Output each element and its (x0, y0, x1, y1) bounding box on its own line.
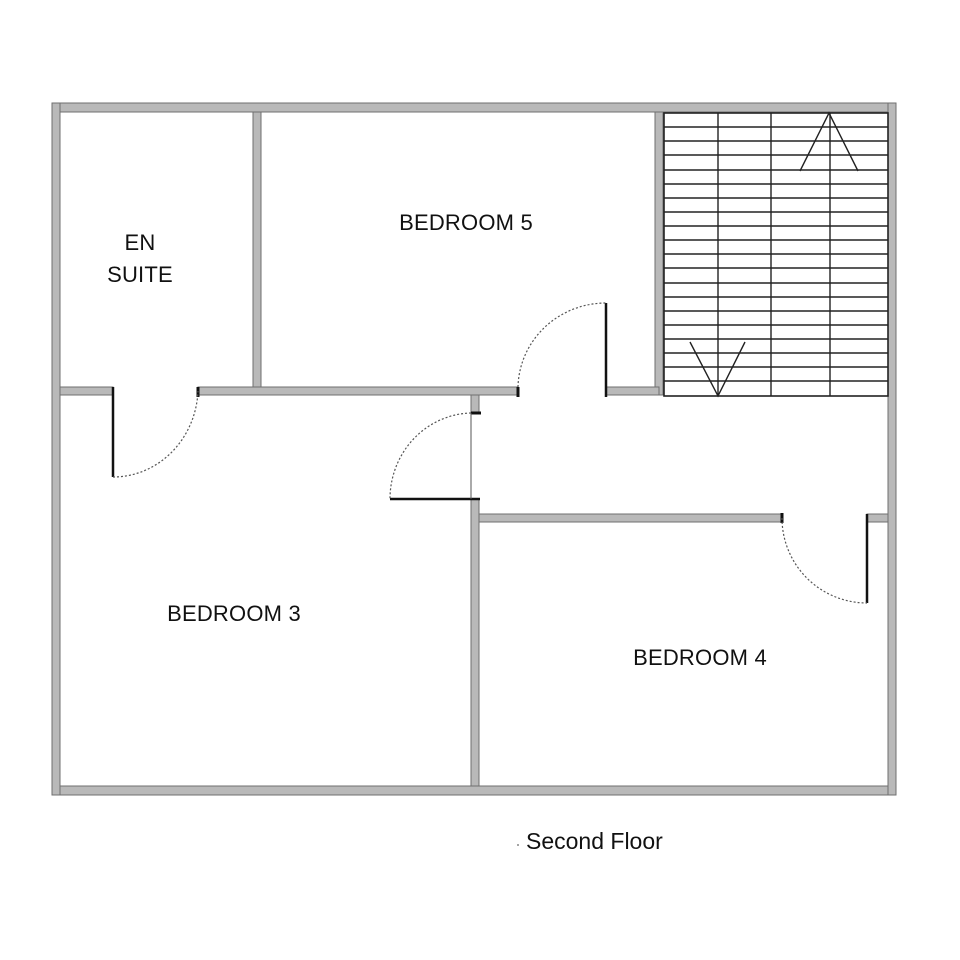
en-suite-line1: EN (124, 230, 156, 255)
door-bedroom-4 (780, 513, 869, 604)
room-label-en-suite: EN SUITE (90, 227, 190, 291)
floor-caption: Second Floor (526, 828, 663, 854)
en-suite-line2: SUITE (107, 262, 173, 287)
stair-treads (664, 126, 888, 382)
staircase (663, 111, 889, 398)
door-en-suite (111, 387, 200, 478)
door-bedroom-5 (516, 302, 608, 397)
room-label-bedroom-3: BEDROOM 3 (167, 601, 301, 626)
outer-walls (51, 102, 897, 796)
door-bedroom-3 (389, 411, 481, 501)
room-label-bedroom-5: BEDROOM 5 (399, 210, 533, 235)
stair-down-arrow-icon (689, 341, 746, 398)
room-label-bedroom-4: BEDROOM 4 (633, 645, 767, 670)
stair-up-arrow-icon (799, 111, 859, 172)
caption-dot (517, 844, 519, 846)
